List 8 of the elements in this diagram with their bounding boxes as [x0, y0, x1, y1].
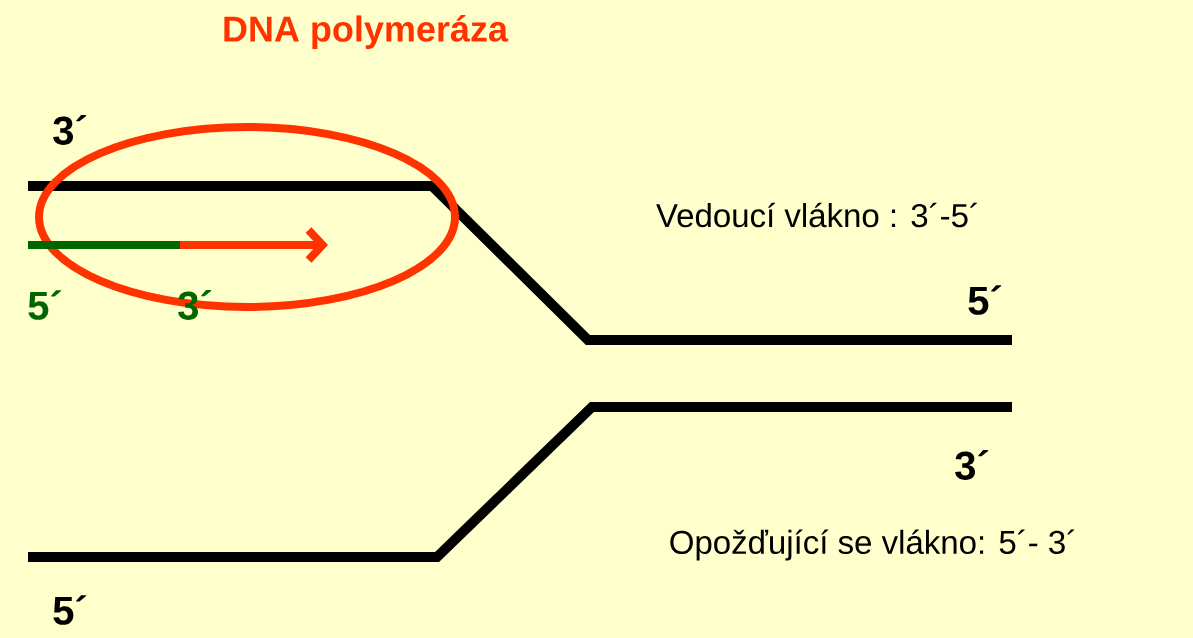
strand-label: Vedoucí vlákno : 3´-5´: [656, 202, 977, 228]
end-label: 5´: [968, 285, 1002, 315]
end-label: 5´: [28, 290, 62, 320]
end-label: 3´: [53, 115, 87, 145]
title: DNA polymeráza: [224, 15, 509, 49]
end-label: 5´: [53, 595, 87, 625]
end-label: 3´: [955, 450, 989, 480]
strand-label: Opožďující se vlákno: 5´- 3´: [670, 529, 1075, 561]
